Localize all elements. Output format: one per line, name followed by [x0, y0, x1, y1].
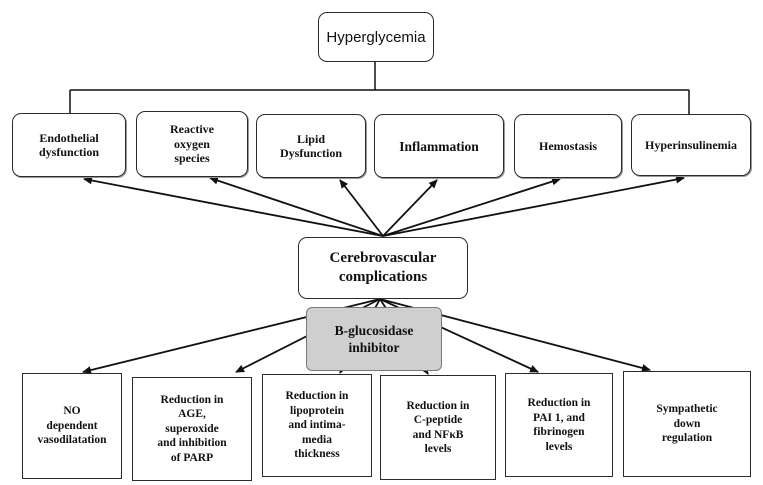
mechanism-endothelial-label: Endothelial dysfunction: [38, 130, 100, 160]
effect-no: NO dependent vasodilatation: [22, 373, 122, 479]
mechanism-hemostasis: Hemostasis: [514, 114, 622, 178]
hyperglycemia-label: Hyperglycemia: [326, 28, 426, 46]
arrow-to-inflammation: [382, 179, 438, 237]
effect-no-label: NO dependent vasodilatation: [37, 405, 107, 447]
mechanism-hemostasis-label: Hemostasis: [539, 138, 597, 153]
arrow-to-ros: [209, 176, 384, 237]
mechanism-endothelial: Endothelial dysfunction: [12, 113, 126, 177]
effect-lipoprotein-label: Reduction in lipoprotein and intima- med…: [285, 390, 349, 461]
effect-cpeptide: Reduction in C-peptide and NFκB levels: [380, 375, 496, 480]
mechanism-hyperinsulinemia: Hyperinsulinemia: [631, 114, 751, 176]
effect-sympathetic-label: Sympathetic down regulation: [656, 403, 718, 445]
arrow-to-endothelial: [83, 176, 384, 237]
cerebrovascular-label: Cerebrovascular complications: [329, 250, 437, 285]
inhibitor-label-box: B-glucosidase inhibitor: [306, 307, 442, 371]
mechanism-lipid-label: Lipid Dysfunction: [279, 131, 342, 161]
mechanism-hyperinsulinemia-label: Hyperinsulinemia: [644, 137, 737, 152]
mechanism-ros: Reactive oxygen species: [136, 111, 248, 177]
hyperglycemia-node: Hyperglycemia: [318, 12, 434, 62]
effect-pai: Reduction in PAI 1, and fibrinogen level…: [505, 373, 613, 477]
mechanism-inflammation: Inflammation: [374, 114, 504, 178]
mechanism-lipid: Lipid Dysfunction: [256, 114, 366, 178]
effect-age: Reduction in AGE, superoxide and inhibit…: [132, 377, 252, 481]
effect-cpeptide-label: Reduction in C-peptide and NFκB levels: [406, 399, 470, 456]
effect-pai-label: Reduction in PAI 1, and fibrinogen level…: [527, 397, 591, 453]
arrow-to-lipid: [339, 179, 384, 237]
effect-sympathetic: Sympathetic down regulation: [623, 371, 751, 477]
inhibitor-label: B-glucosidase inhibitor: [334, 323, 414, 355]
effect-age-label: Reduction in AGE, superoxide and inhibit…: [157, 393, 227, 464]
effect-lipoprotein: Reduction in lipoprotein and intima- med…: [262, 374, 372, 477]
mechanism-inflammation-label: Inflammation: [399, 138, 479, 154]
inhibitor-node: [306, 307, 442, 371]
mechanism-ros-label: Reactive oxygen species: [170, 122, 214, 166]
cerebrovascular-node: Cerebrovascular complications: [298, 237, 468, 299]
arrow-to-hemostasis: [382, 177, 561, 237]
arrow-to-hyperinsulinemia: [382, 175, 685, 237]
